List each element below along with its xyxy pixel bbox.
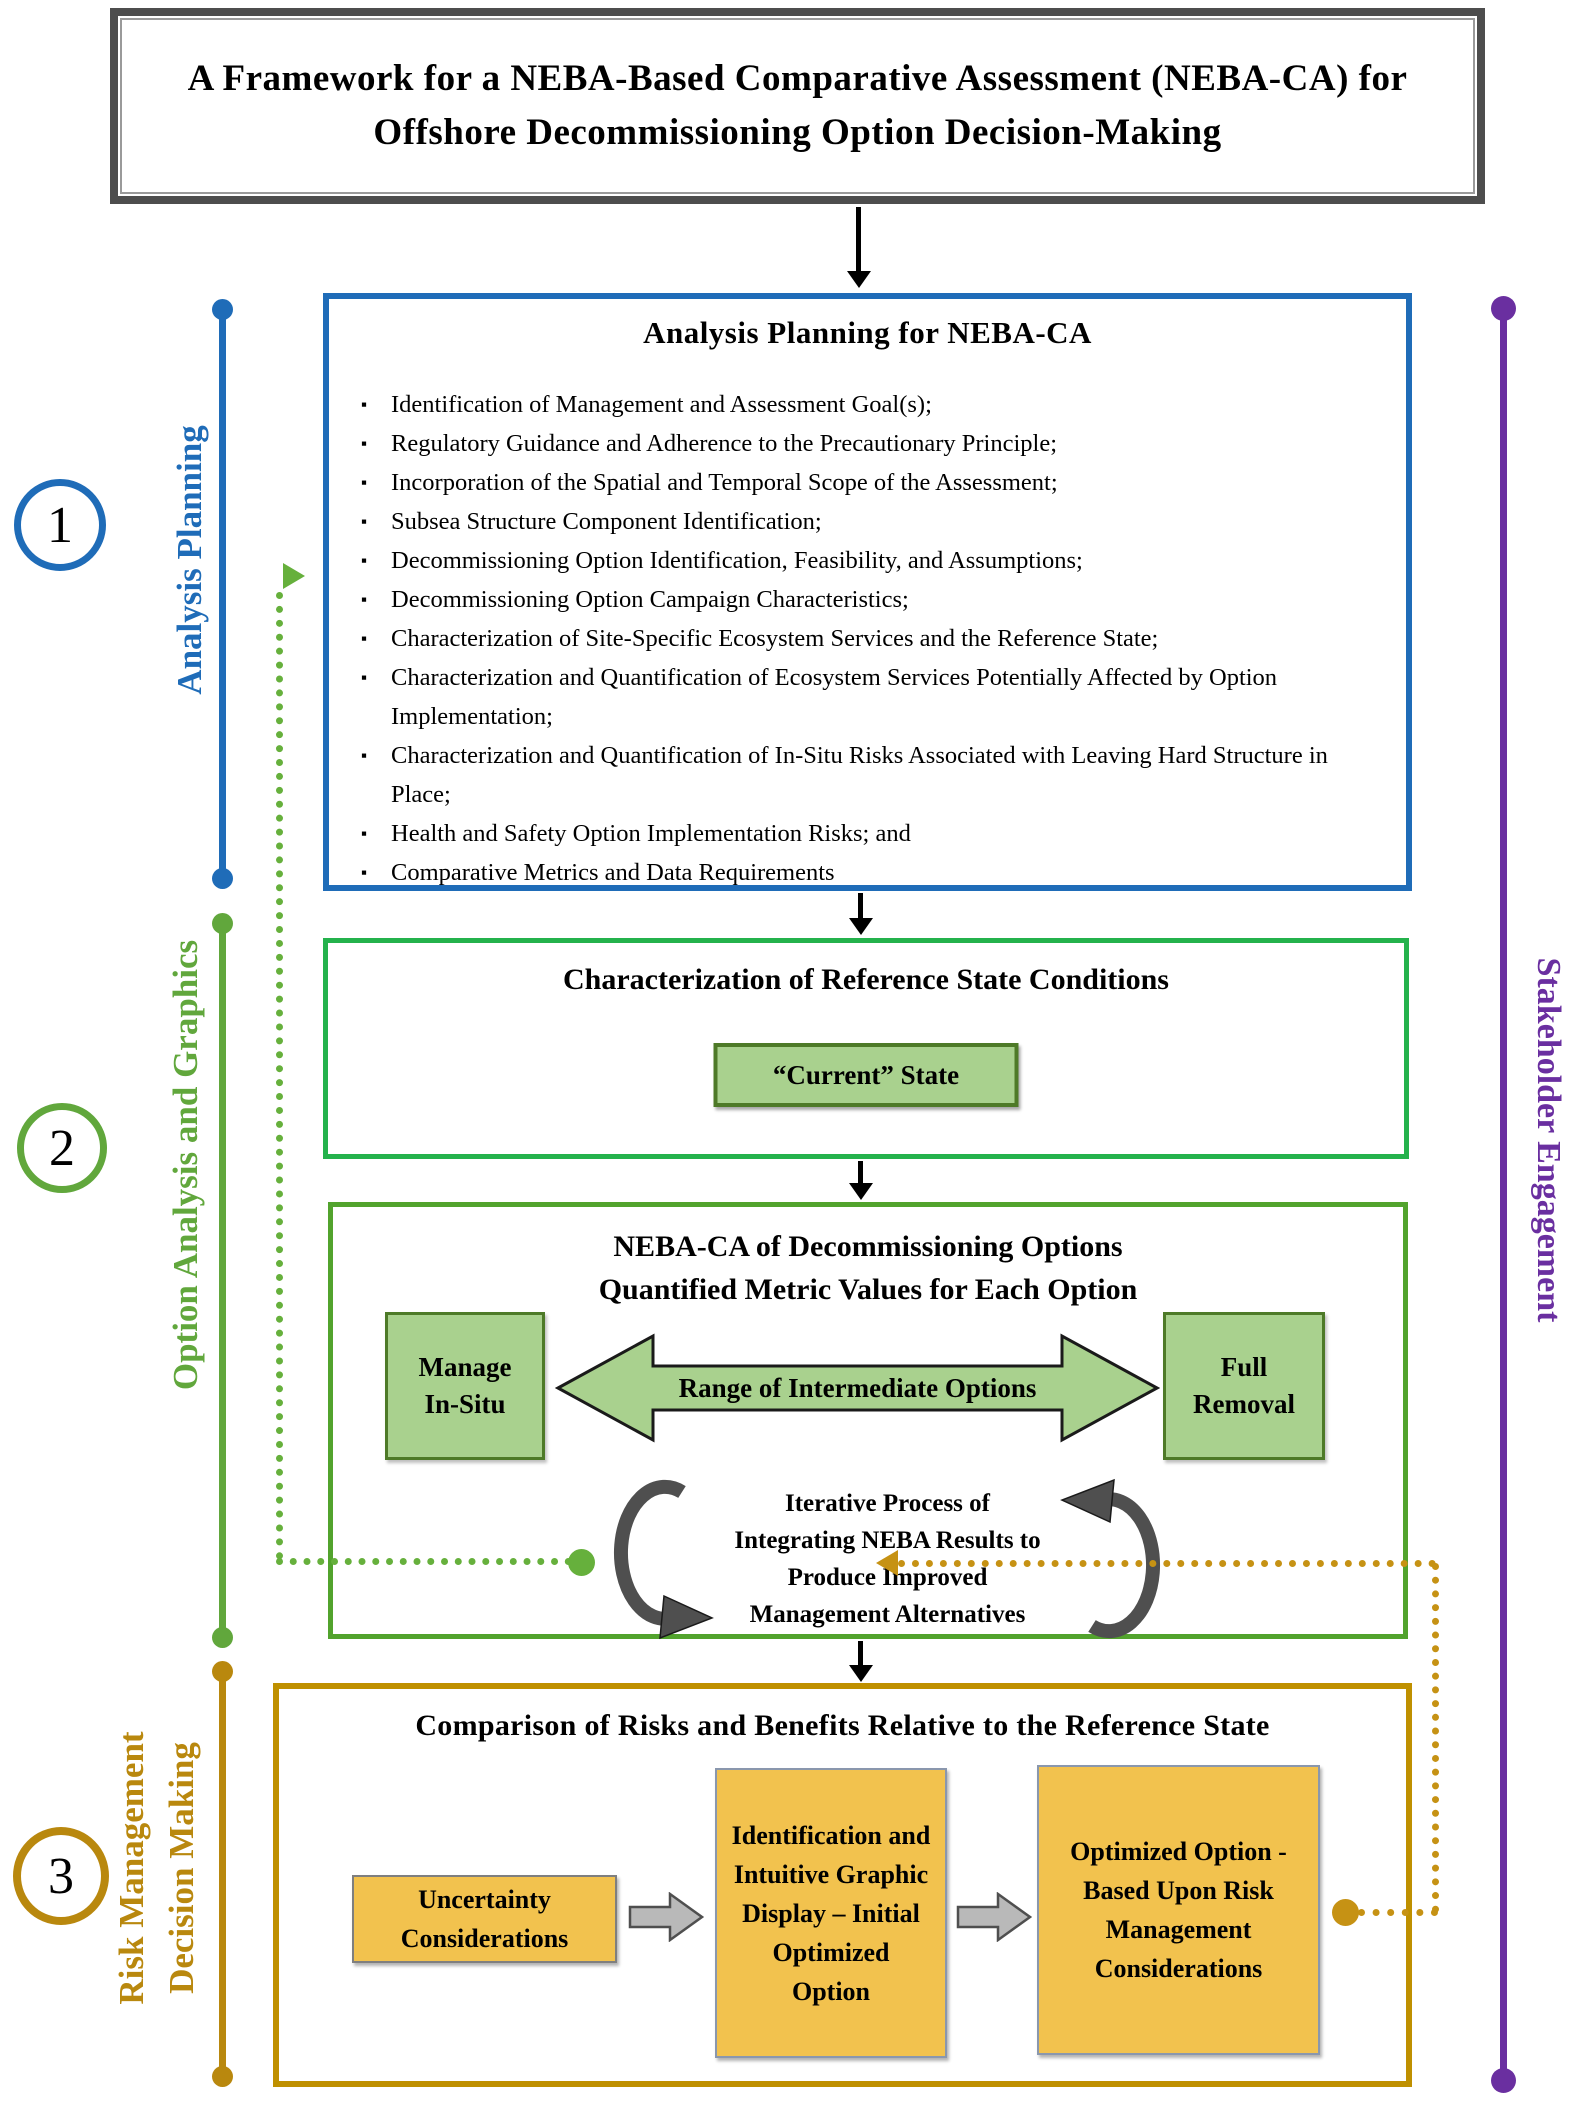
identification-display-box: Identification and Intuitive Graphic Dis…	[715, 1768, 947, 2058]
optimized-option-box: Optimized Option - Based Upon Risk Manag…	[1037, 1765, 1320, 2055]
risk-management-rail-label-line2: Decision Making	[162, 1742, 201, 1994]
iterative-line: Integrating NEBA Results to	[734, 1527, 1041, 1554]
stakeholder-engagement-rail	[1500, 307, 1507, 2082]
green-feedback-line-horizontal	[276, 1558, 572, 1565]
gold-feedback-line-horizontal-lower	[1358, 1909, 1438, 1916]
stage-number-1: 1	[14, 479, 106, 571]
green-feedback-line-vertical	[276, 592, 283, 1560]
bullet-item: Decommissioning Option Identification, F…	[353, 541, 1376, 580]
optimized-label: Optimized Option - Based Upon Risk Manag…	[1070, 1837, 1287, 1983]
range-double-arrow	[555, 1333, 1160, 1443]
identification-label: Identification and Intuitive Graphic Dis…	[731, 1820, 931, 2006]
option-analysis-rail	[219, 922, 226, 1636]
gold-feedback-line-horizontal-upper	[898, 1560, 1436, 1567]
analysis-planning-header: Analysis Planning for NEBA-CA	[643, 315, 1092, 350]
bullet-item: Incorporation of the Spatial and Tempora…	[353, 463, 1376, 502]
flow-arrow-neba-to-comparison	[858, 1641, 863, 1667]
diagram-title-box: A Framework for a NEBA-Based Comparative…	[110, 8, 1485, 204]
gold-feedback-arrowhead-icon	[876, 1550, 898, 1576]
stage-number-3-text: 3	[48, 1847, 74, 1905]
option-analysis-rail-label: Option Analysis and Graphics	[166, 939, 205, 1391]
gold-feedback-dot	[1332, 1899, 1359, 1926]
iterative-cycle-arrows-icon	[613, 1478, 1161, 1640]
analysis-planning-bullet-list: Identification of Management and Assessm…	[329, 385, 1406, 892]
current-state-box: “Current” State	[713, 1043, 1019, 1107]
rail-dot	[212, 868, 233, 889]
flow-arrow-reference-to-neba	[858, 1161, 863, 1185]
bullet-item: Characterization and Quantification of I…	[353, 736, 1376, 814]
risk-management-rail-label-line1: Risk Management	[112, 1731, 151, 2005]
bullet-item: Comparative Metrics and Data Requirement…	[353, 853, 1376, 892]
risk-management-rail	[219, 1670, 226, 2076]
bullet-item: Identification of Management and Assessm…	[353, 385, 1376, 424]
diagram-title: A Framework for a NEBA-Based Comparative…	[187, 58, 1408, 153]
rail-dot	[212, 913, 233, 934]
iterative-process-text: Iterative Process of Integrating NEBA Re…	[690, 1480, 1085, 1638]
rail-dot	[212, 299, 233, 320]
stage-number-2-text: 2	[49, 1119, 75, 1177]
rail-dot	[1491, 296, 1516, 321]
gold-feedback-line-vertical	[1432, 1563, 1439, 1913]
uncertainty-label: Uncertainty Considerations	[400, 1885, 569, 1953]
rail-dot	[212, 1627, 233, 1648]
stage-number-3: 3	[13, 1827, 109, 1925]
reference-state-box: Characterization of Reference State Cond…	[323, 938, 1409, 1159]
neba-ca-header: NEBA-CA of Decommissioning Options Quant…	[333, 1225, 1403, 1311]
risk-management-rail-label: Risk Management Decision Making	[107, 1731, 207, 2004]
rail-dot	[212, 2066, 233, 2087]
range-arrow-text: Range of Intermediate Options	[678, 1372, 1037, 1403]
green-feedback-dot	[568, 1549, 595, 1576]
comparison-header: Comparison of Risks and Benefits Relativ…	[415, 1709, 1270, 1742]
bullet-item: Regulatory Guidance and Adherence to the…	[353, 424, 1376, 463]
reference-state-header: Characterization of Reference State Cond…	[563, 963, 1169, 996]
range-arrow-label: Range of Intermediate Options	[555, 1328, 1160, 1448]
bullet-item: Decommissioning Option Campaign Characte…	[353, 580, 1376, 619]
iterative-line: Iterative Process of	[784, 1490, 990, 1517]
green-feedback-arrowhead-icon	[283, 563, 305, 589]
analysis-planning-rail	[219, 308, 226, 878]
full-removal-label: Full Removal	[1193, 1352, 1295, 1419]
analysis-planning-rail-label: Analysis Planning	[170, 425, 209, 695]
full-removal-box: Full Removal	[1163, 1312, 1325, 1460]
analysis-planning-box: Analysis Planning for NEBA-CA Identifica…	[323, 293, 1412, 892]
manage-in-situ-label: Manage In-Situ	[418, 1352, 512, 1419]
current-state-label: “Current” State	[772, 1059, 960, 1090]
bullet-item: Characterization of Site-Specific Ecosys…	[353, 619, 1376, 658]
uncertainty-considerations-box: Uncertainty Considerations	[352, 1875, 617, 1963]
stakeholder-engagement-rail-label: Stakeholder Engagement	[1530, 957, 1567, 1323]
gray-arrow-1-icon	[628, 1892, 704, 1942]
bullet-item: Subsea Structure Component Identificatio…	[353, 502, 1376, 541]
neba-ca-header-line2: Quantified Metric Values for Each Option	[598, 1273, 1138, 1306]
rail-dot	[1491, 2068, 1516, 2093]
bullet-item: Health and Safety Option Implementation …	[353, 814, 1376, 853]
bullet-item: Characterization and Quantification of E…	[353, 658, 1376, 736]
stage-number-2: 2	[17, 1103, 107, 1193]
iterative-line: Management Alternatives	[749, 1601, 1026, 1628]
rail-dot	[212, 1661, 233, 1682]
manage-in-situ-box: Manage In-Situ	[385, 1312, 545, 1460]
stage-number-1-text: 1	[47, 496, 73, 554]
neba-ca-header-line1: NEBA-CA of Decommissioning Options	[613, 1230, 1123, 1263]
flow-arrow-analysis-to-reference	[858, 893, 863, 920]
gray-arrow-2-icon	[956, 1892, 1032, 1942]
flow-arrow-title-to-analysis	[856, 207, 861, 273]
